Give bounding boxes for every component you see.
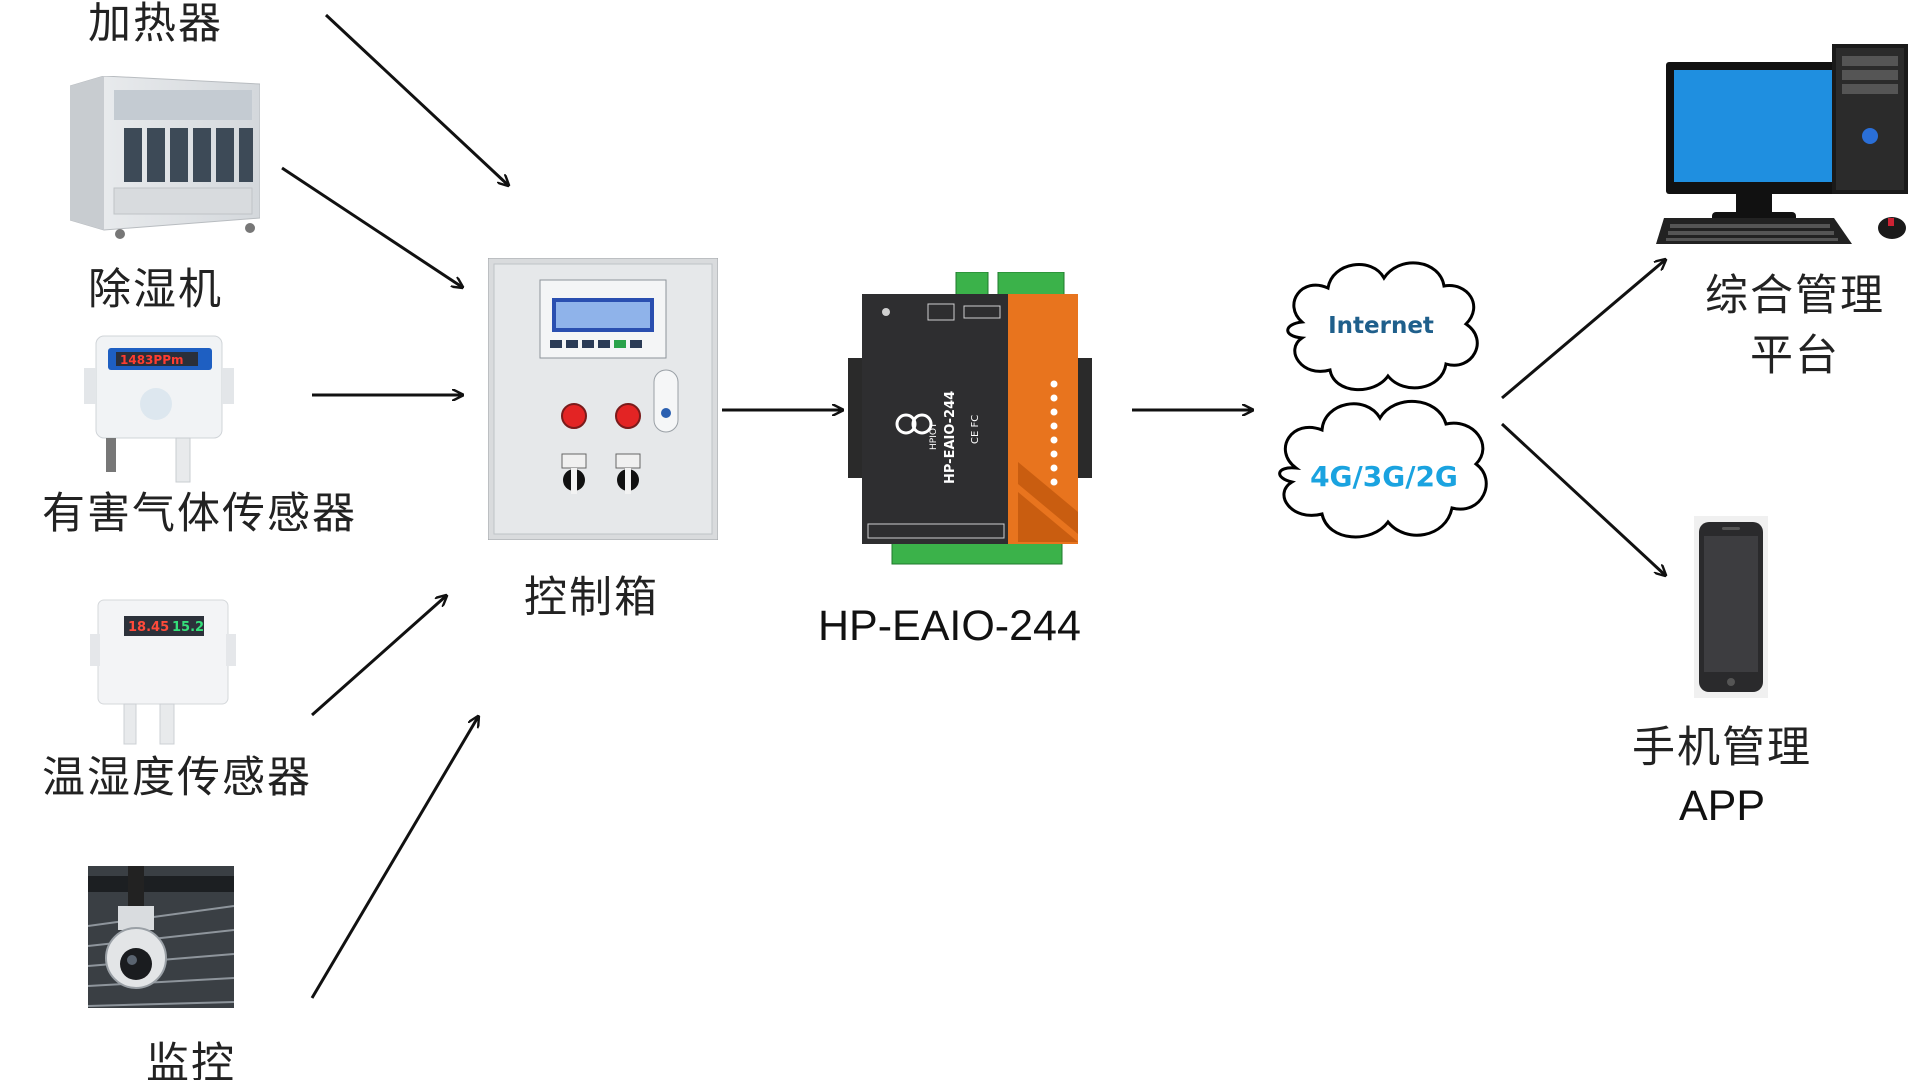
internet-cloud-icon [1286,261,1479,391]
gas-sensor-icon: 1483PPm [84,335,234,483]
arrow-cloud-to-mobile [1500,422,1665,575]
arrow-cloud-to-platform [1501,260,1665,400]
mobile-label-line1: 手机管理 [1632,723,1812,773]
gateway-device-icon: HPIOT HP-EAIO-244 CE FC [848,272,1092,565]
cellular-cloud-icon [1278,399,1488,539]
mobile-phone-icon [1694,516,1768,698]
gateway-model-print: HP-EAIO-244 [943,391,958,484]
control-box-label: 控制箱 [524,573,659,623]
arrow-dehumidifier-to-box [281,166,462,287]
gas-sensor-label: 有害气体传感器 [42,489,357,539]
temp-humidity-sensor-icon: 18.45 15.2 [90,599,236,745]
gateway-brand-text: HPIOT [929,422,939,450]
cellular-label: 4G/3G/2G [1310,460,1458,493]
dehumidifier-icon [70,76,260,239]
svg-text:CE FC: CE FC [970,415,981,444]
gateway-model-label: HP-EAIO-244 [818,602,1081,650]
platform-label-line2: 平台 [1750,331,1840,381]
arrow-monitor-to-box [310,717,478,999]
network-clouds: Internet 4G/3G/2G [1278,261,1488,539]
surveillance-camera-icon [88,866,234,1008]
arrow-temp-sensor-to-box [311,596,446,717]
desktop-computer-icon [1656,44,1908,244]
mobile-label-line2: APP [1678,782,1766,830]
arrow-heater-to-box [324,13,508,185]
svg-text:18.45: 18.45 [128,620,169,635]
dehumidifier-label: 除湿机 [88,265,223,315]
platform-label-line1: 综合管理 [1705,271,1885,321]
svg-text:15.2: 15.2 [172,620,204,635]
temp-humidity-sensor-label: 温湿度传感器 [42,753,312,803]
control-box-icon [488,258,718,540]
heater-label: 加热器 [88,0,223,49]
internet-label: Internet [1328,313,1434,339]
monitor-label: 监控 [146,1039,236,1080]
svg-text:1483PPm: 1483PPm [120,353,184,367]
